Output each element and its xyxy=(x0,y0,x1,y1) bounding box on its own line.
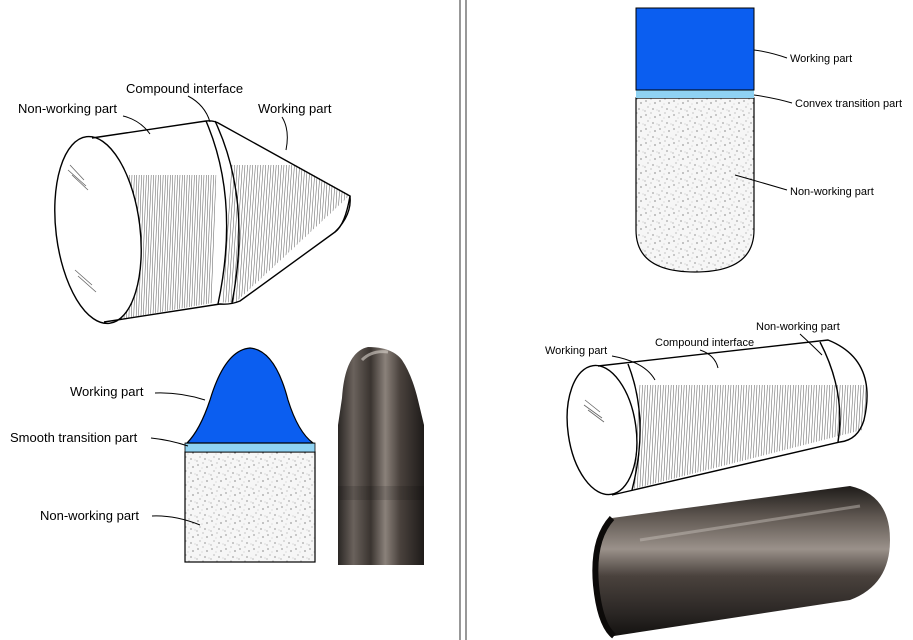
label-compound-interface: Compound interface xyxy=(126,81,243,96)
capsule-outline xyxy=(597,339,868,496)
bottom-right-capsule-drawing xyxy=(566,339,868,496)
top-left-cone-drawing xyxy=(54,120,351,325)
photo-band xyxy=(338,486,424,500)
convex-transition-region xyxy=(636,90,754,98)
leader-compound-interface xyxy=(187,95,211,123)
leader-working xyxy=(611,355,656,381)
non-working-region xyxy=(635,97,755,273)
capsule-hatching xyxy=(633,384,867,495)
label-working-part: Working part xyxy=(545,345,607,357)
label-non-working-part: Non-working part xyxy=(40,508,139,523)
smooth-transition-region xyxy=(184,442,316,453)
leader-non-working xyxy=(151,515,201,526)
top-right-labels: Working part Convex transition part Non-… xyxy=(734,49,902,198)
cone-tip xyxy=(334,195,351,233)
end-face xyxy=(54,135,142,325)
capsule-insert-photo xyxy=(595,486,890,636)
leader-transition xyxy=(150,437,189,447)
label-compound-interface: Compound interface xyxy=(655,337,754,349)
leader-non-working xyxy=(122,115,151,135)
bottom-left-photo xyxy=(338,347,424,565)
leader-working xyxy=(281,116,288,151)
cone-hatching xyxy=(221,164,350,303)
leader-working xyxy=(753,49,788,59)
leader-non-working xyxy=(734,174,788,191)
bottom-left-labels: Working part Smooth transition part Non-… xyxy=(10,384,206,526)
cone-outline xyxy=(91,120,351,323)
compound-interface-curve-1 xyxy=(205,120,228,305)
working-region xyxy=(185,347,315,444)
capsule-end-face xyxy=(566,364,638,496)
capsule-interface-1 xyxy=(627,363,641,491)
label-non-working-part: Non-working part xyxy=(756,321,840,333)
bottom-right-labels: Working part Compound interface Non-work… xyxy=(545,321,840,381)
non-working-region xyxy=(184,451,316,563)
label-non-working-part: Non-working part xyxy=(18,101,117,116)
label-smooth-transition-part: Smooth transition part xyxy=(10,430,138,445)
label-non-working-part: Non-working part xyxy=(790,186,874,198)
label-working-part: Working part xyxy=(258,101,332,116)
leader-non-working xyxy=(799,333,823,356)
end-face-highlight xyxy=(67,164,97,293)
capsule-interface-2 xyxy=(819,341,841,443)
panel-divider xyxy=(459,0,467,640)
label-convex-transition-part: Convex transition part xyxy=(795,98,902,110)
top-right-section xyxy=(635,7,755,273)
bullet-insert-photo xyxy=(338,347,424,565)
leader-compound xyxy=(699,349,719,369)
working-region xyxy=(635,7,755,91)
top-left-labels: Compound interface Non-working part Work… xyxy=(18,81,332,151)
leader-working xyxy=(154,392,206,401)
label-working-part: Working part xyxy=(70,384,144,399)
label-working-part: Working part xyxy=(790,53,852,65)
leader-transition xyxy=(753,94,793,104)
bottom-left-section xyxy=(184,347,316,563)
compound-interface-curve-2 xyxy=(214,120,240,304)
bottom-right-photo xyxy=(592,486,890,639)
